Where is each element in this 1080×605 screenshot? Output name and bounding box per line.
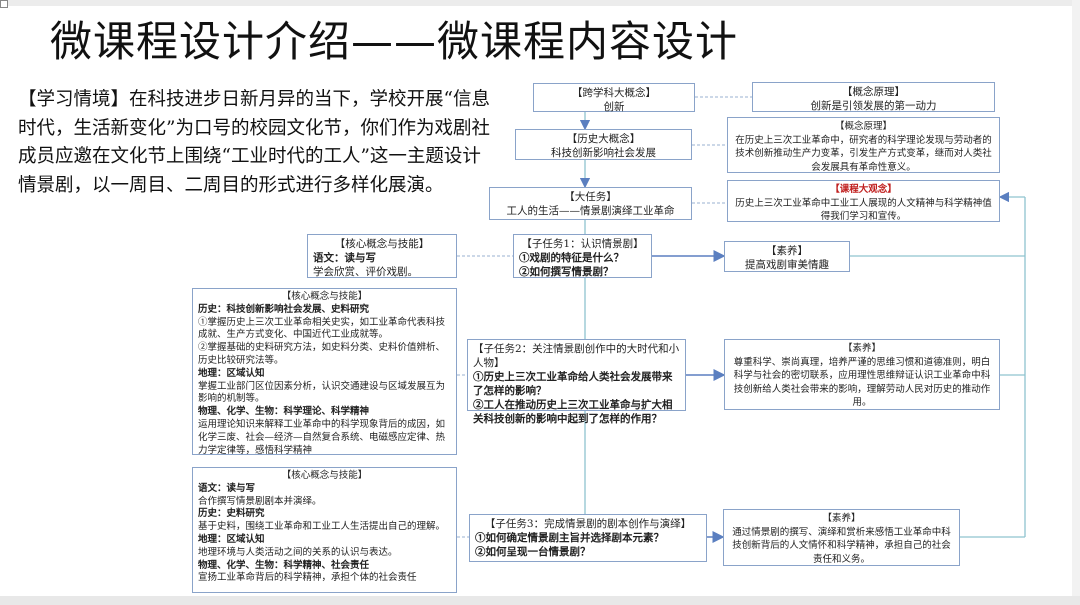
box-line: 物理、化学、生物：科学精神、社会责任 xyxy=(198,559,370,571)
box-line: 掌握工业部门区位因素分析，认识交通建设与区域发展互为影响的机制等。 xyxy=(198,380,446,405)
box-line: 合作撰写情景剧剧本并演绎。 xyxy=(198,495,322,507)
subtask-1-box: 【子任务1：认识情景剧】 ①戏剧的特征是什么？ ②如何撰写情景剧？ xyxy=(513,234,652,278)
box-heading: 【子任务3：完成情景剧的剧本创作与演绎】 xyxy=(484,518,692,530)
box-line: ②工人在推动历史上三次工业革命与扩大相关科技创新的影响中起到了怎样的作用？ xyxy=(473,399,673,425)
box-line: 语文：读与写 xyxy=(313,252,376,264)
page-title: 微课程设计介绍——微课程内容设计 xyxy=(50,17,739,66)
box-line: 物理、化学、生物：科学理论、科学精神 xyxy=(198,406,370,418)
big-task-box: 【大任务】 工人的生活——情景剧演绎工业革命 xyxy=(489,187,692,220)
core-skills-box-3: 【核心概念与技能】 语文：读与写 合作撰写情景剧剧本并演绎。 历史：史料研究 基… xyxy=(192,467,457,593)
box-heading: 【子任务1：认识情景剧】 xyxy=(521,238,644,250)
learning-context: 【学习情境】在科技进步日新月异的当下，学校开展“信息时代，生活新变化”为口号的校… xyxy=(18,89,490,196)
box-heading: 【跨学科大概念】 xyxy=(572,87,656,99)
box-text: 科技创新影响社会发展 xyxy=(551,147,656,159)
box-line: 学会欣赏、评价戏剧。 xyxy=(313,266,418,278)
core-skills-box-1: 【核心概念与技能】 语文：读与写 学会欣赏、评价戏剧。 xyxy=(307,234,457,278)
box-line: ②掌握基础的史料研究方法，如史料分类、史料价值辨析、历史比较研究法等。 xyxy=(198,342,446,366)
box-heading: 【核心概念与技能】 xyxy=(281,291,368,302)
box-heading: 【概念原理】 xyxy=(842,86,905,98)
box-heading: 【子任务2：关注情景剧创作中的大时代和小人物】 xyxy=(473,343,680,369)
slide-corner-icon xyxy=(0,0,8,8)
box-heading: 【素养】 xyxy=(822,513,861,524)
box-text: 通过情景剧的撰写、演绎和赏析来感悟工业革命中科技创新背后的人文情怀和科学精神，承… xyxy=(732,526,951,565)
cross-discipline-concept-box: 【跨学科大概念】 创新 xyxy=(533,83,695,113)
box-line: 地理：区域认知 xyxy=(198,533,265,545)
box-text: 创新是引领发展的第一动力 xyxy=(810,100,937,112)
bottom-bar xyxy=(0,596,1080,605)
box-text: 工人的生活——情景剧演绎工业革命 xyxy=(506,205,675,217)
box-line: ②如何撰写情景剧？ xyxy=(519,266,614,278)
box-line: 语文：读与写 xyxy=(198,482,256,494)
box-text: 提高戏剧审美情趣 xyxy=(745,259,829,271)
right-edge xyxy=(1072,0,1080,605)
box-heading: 【核心概念与技能】 xyxy=(281,470,368,481)
literacy-box-1: 【素养】 提高戏剧审美情趣 xyxy=(724,241,850,272)
history-concept-box: 【历史大概念】 科技创新影响社会发展 xyxy=(515,129,692,160)
box-line: 地理环境与人类活动之间的关系的认识与表达。 xyxy=(198,546,398,558)
principle-box-1: 【概念原理】 创新是引领发展的第一动力 xyxy=(752,82,995,112)
box-heading: 【素养】 xyxy=(766,245,808,257)
subtask-3-box: 【子任务3：完成情景剧的剧本创作与演绎】 ①如何确定情景剧主旨并选择剧本元素？ … xyxy=(469,514,707,562)
box-text: 在历史上三次工业革命中，研究者的科学理论发现与劳动者的技术创新推动生产力变革，引… xyxy=(735,134,992,173)
box-line: 运用理论知识来解释工业革命中的科学现象背后的成因，如化学三废、社会—经济—自然复… xyxy=(198,418,446,456)
box-text: 创新 xyxy=(603,101,625,113)
top-bar xyxy=(0,0,1080,6)
subtask-2-box: 【子任务2：关注情景剧创作中的大时代和小人物】 ①历史上三次工业革命给人类社会发… xyxy=(467,339,686,425)
core-skills-box-2: 【核心概念与技能】 历史：科技创新影响社会发展、史料研究 ①掌握历史上三次工业革… xyxy=(192,288,457,456)
box-line: ①历史上三次工业革命给人类社会发展带来了怎样的影响？ xyxy=(473,371,673,397)
course-concept-box: 【课程大观念】 历史上三次工业革命中工业工人展现的人文精神与科学精神值得我们学习… xyxy=(727,180,1000,222)
box-line: 历史：史料研究 xyxy=(198,508,265,520)
box-heading: 【大任务】 xyxy=(564,191,617,203)
box-heading: 【历史大概念】 xyxy=(566,133,641,145)
principle-box-2: 【概念原理】 在历史上三次工业革命中，研究者的科学理论发现与劳动者的技术创新推动… xyxy=(727,117,1000,173)
box-heading: 【素养】 xyxy=(842,343,881,354)
box-line: ①戏剧的特征是什么？ xyxy=(519,252,624,264)
box-line: 地理：区域认知 xyxy=(198,367,265,379)
box-text: 尊重科学、崇尚真理，培养严谨的思维习惯和道德准则，明白科学与社会的密切联系，应用… xyxy=(733,356,991,409)
box-heading: 【概念原理】 xyxy=(834,121,892,132)
box-line: ①如何确定情景剧主旨并选择剧本元素？ xyxy=(475,532,664,544)
box-heading: 【核心概念与技能】 xyxy=(334,238,430,250)
box-line: 基于史料，围绕工业革命和工业工人生活提出自己的理解。 xyxy=(198,521,446,533)
literacy-box-2: 【素养】 尊重科学、崇尚真理，培养严谨的思维习惯和道德准则，明白科学与社会的密切… xyxy=(724,339,1000,410)
box-line: ②如何呈现一台情景剧？ xyxy=(475,546,591,558)
box-line: ①掌握历史上三次工业革命相关史实，如工业革命代表科技成就、生产方式变化、中国近代… xyxy=(198,316,446,341)
literacy-box-3: 【素养】 通过情景剧的撰写、演绎和赏析来感悟工业革命中科技创新背后的人文情怀和科… xyxy=(723,509,960,566)
box-text: 历史上三次工业革命中工业工人展现的人文精神与科学精神值得我们学习和宣传。 xyxy=(735,197,992,223)
box-heading: 【课程大观念】 xyxy=(830,184,897,195)
box-line: 宣扬工业革命背后的科学精神，承担个体的社会责任 xyxy=(198,572,417,584)
box-line: 历史：科技创新影响社会发展、史料研究 xyxy=(198,303,370,315)
